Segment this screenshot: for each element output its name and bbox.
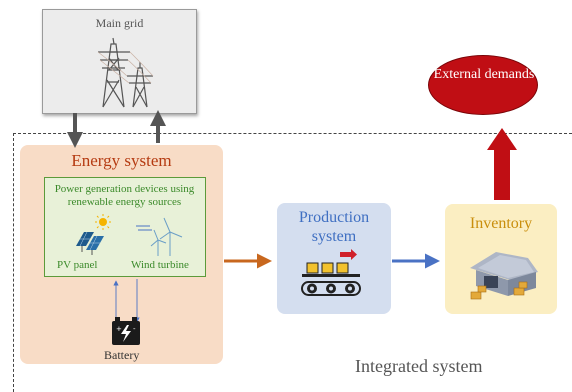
external-demands-ellipse: External demands — [428, 55, 538, 115]
transmission-tower-icon — [97, 37, 154, 108]
integrated-system-label: Integrated system — [355, 356, 483, 376]
inventory-title: Inventory — [469, 215, 533, 232]
sun-icon — [95, 214, 111, 230]
conveyor-factory-icon — [301, 249, 361, 296]
solar-panel-icon — [76, 231, 104, 255]
warehouse-icon — [470, 252, 538, 300]
battery-label: Battery — [104, 348, 140, 362]
wind-turbine-icon — [136, 217, 183, 256]
svg-text:-: - — [133, 325, 136, 333]
main-grid-box: Main grid — [42, 9, 197, 114]
external-demands-label: External demands — [433, 67, 535, 82]
inventory-to-demand-arrow — [487, 128, 517, 200]
production-system-title: Production system — [298, 209, 370, 245]
integrated-system-border — [13, 133, 572, 392]
battery-icon: + - — [112, 317, 140, 345]
pv-panel-label: PV panel — [57, 259, 98, 271]
renewable-sources-box: Power generation devices using renewable… — [44, 177, 206, 277]
renewable-sources-title: Power generation devices using renewable… — [54, 183, 195, 208]
energy-system-title: Energy system — [71, 151, 172, 170]
wind-turbine-label: Wind turbine — [131, 259, 189, 271]
svg-text:+: + — [116, 325, 122, 333]
main-grid-label: Main grid — [95, 16, 144, 30]
